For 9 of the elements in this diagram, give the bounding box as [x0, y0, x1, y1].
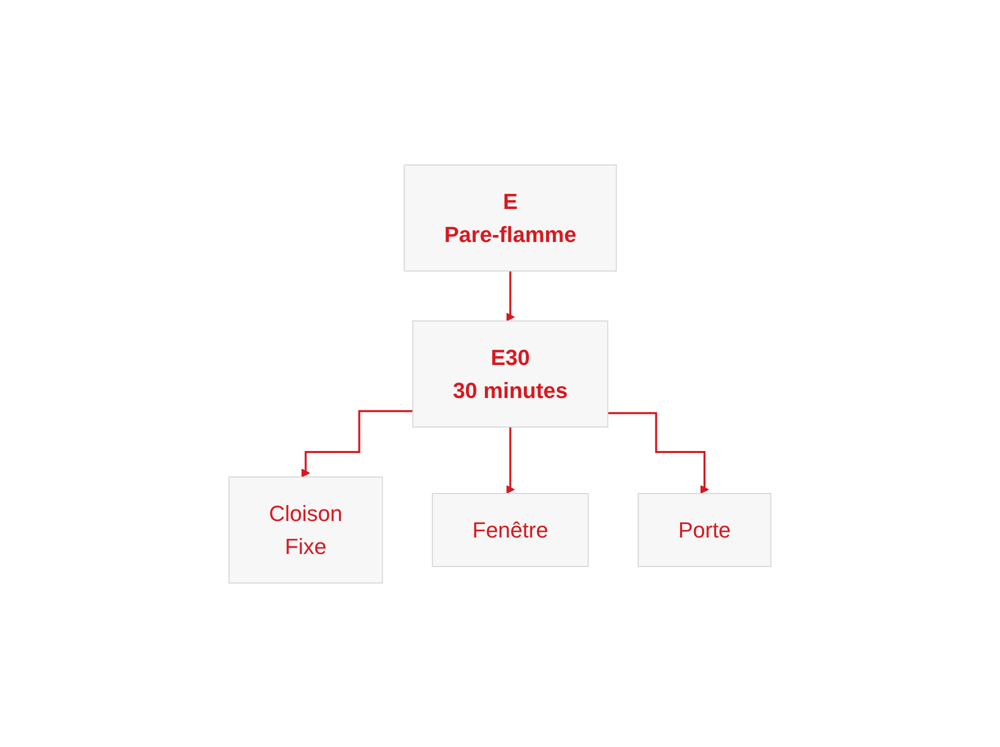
arrow	[506, 270, 515, 321]
node-box: Porte	[638, 492, 772, 566]
arrow	[608, 412, 709, 494]
node-box: E Pare-flamme	[404, 164, 617, 271]
arrow	[301, 410, 413, 477]
arrow	[506, 426, 515, 494]
node-box: Cloison Fixe	[228, 476, 383, 583]
node-box: Fenêtre	[432, 492, 589, 566]
node-box: E30 30 minutes	[412, 320, 608, 427]
